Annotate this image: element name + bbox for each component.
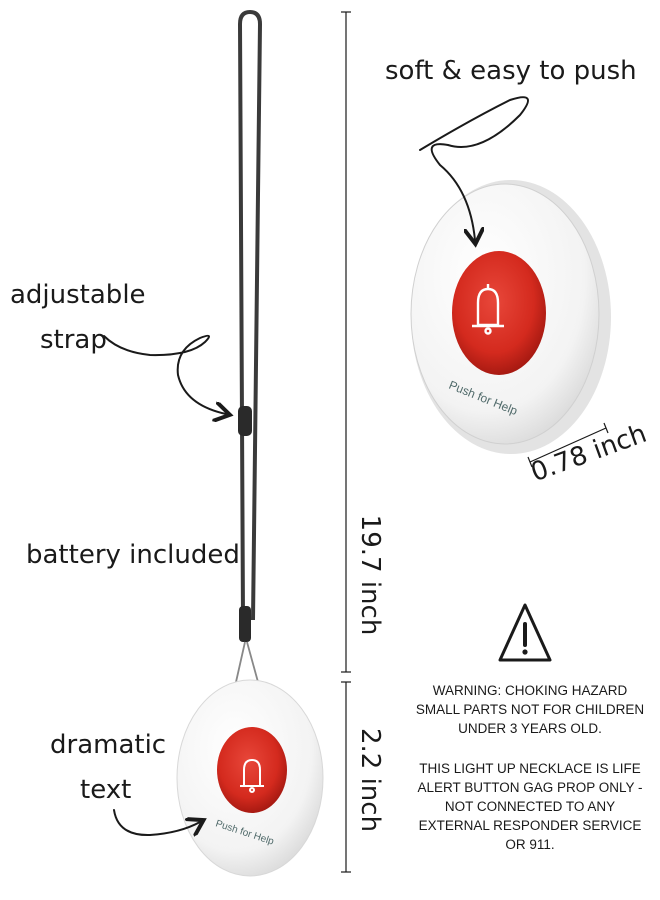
- warning-disclaimer: THIS LIGHT UP NECKLACE IS LIFE ALERT BUT…: [410, 759, 650, 854]
- bell-icon: [240, 758, 264, 793]
- label-dramatic: dramatic: [50, 730, 167, 760]
- arrow-strap: [103, 334, 226, 414]
- warning-triangle-icon: [498, 603, 552, 662]
- strap-clip: [239, 606, 251, 642]
- warning-choking: WARNING: CHOKING HAZARD SMALL PARTS NOT …: [410, 681, 650, 738]
- pendant-button-large: [410, 180, 611, 454]
- warning-line: ALERT BUTTON GAG PROP ONLY -: [417, 780, 643, 795]
- warning-line: UNDER 3 YEARS OLD.: [458, 721, 602, 736]
- label-text: text: [80, 775, 132, 805]
- warning-line: NOT CONNECTED TO ANY: [444, 799, 616, 814]
- lanyard-strap: [235, 9, 263, 683]
- arrow-text: [113, 809, 200, 835]
- annotation-arrows: [103, 96, 529, 835]
- arrow-soft-push: [419, 96, 529, 240]
- warning-line: THIS LIGHT UP NECKLACE IS LIFE: [419, 761, 641, 776]
- dimension-button-height: 2.2 inch: [355, 727, 385, 833]
- label-battery: battery included: [26, 540, 240, 570]
- pendant-button-small: [176, 679, 324, 877]
- warning-line: SMALL PARTS NOT FOR CHILDREN: [415, 702, 645, 717]
- label-adjustable: adjustable: [10, 280, 146, 310]
- dimension-lines: [341, 11, 609, 873]
- dimension-strap-length: 19.7 inch: [355, 514, 385, 636]
- strap-adjuster: [238, 406, 252, 436]
- warning-line: OR 911.: [505, 837, 555, 852]
- bell-icon: [472, 284, 504, 335]
- label-strap: strap: [40, 325, 107, 355]
- warning-line: EXTERNAL RESPONDER SERVICE: [418, 818, 642, 833]
- warning-line: WARNING: CHOKING HAZARD: [432, 683, 628, 698]
- label-soft-easy: soft & easy to push: [385, 56, 637, 86]
